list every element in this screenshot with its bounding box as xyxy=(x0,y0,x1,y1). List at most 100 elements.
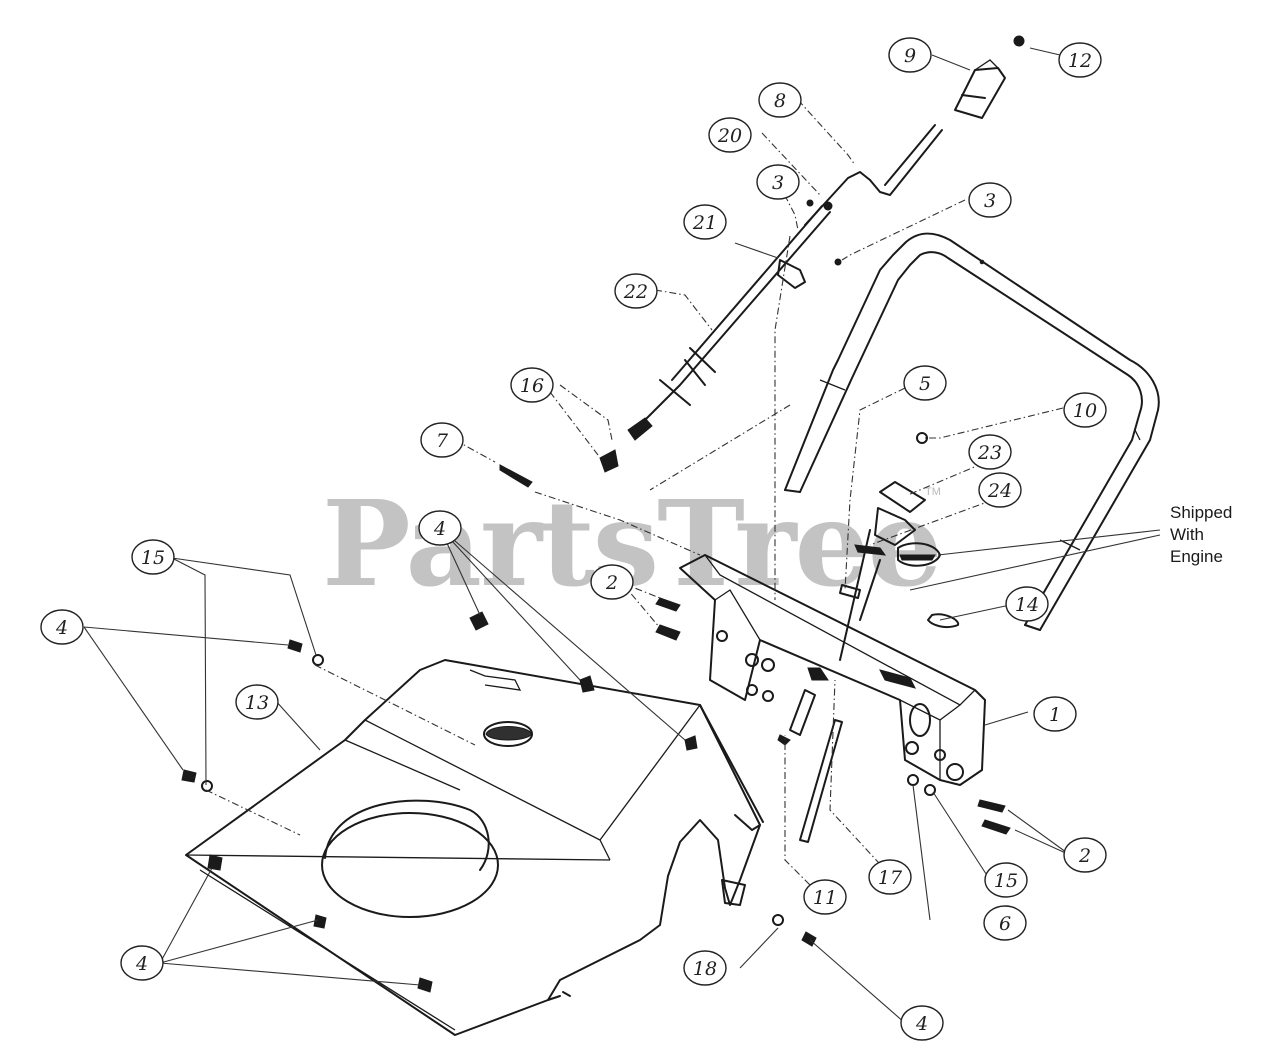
callout-number: 6 xyxy=(999,913,1011,935)
callout-circle xyxy=(756,164,800,200)
callout-20: 20 xyxy=(708,117,752,153)
handle-bar xyxy=(784,232,1160,631)
shipped-with-engine-note: Shipped With Engine xyxy=(1170,503,1232,566)
callout-circle xyxy=(983,905,1027,941)
callout-2: 2 xyxy=(1063,837,1107,873)
callout-number: 17 xyxy=(878,867,903,889)
callout-number: 3 xyxy=(772,172,784,194)
callout-number: 12 xyxy=(1068,50,1092,72)
fasteners xyxy=(181,597,1011,993)
callout-12: 12 xyxy=(1058,42,1102,78)
callout-circle xyxy=(900,1005,944,1041)
callout-7: 7 xyxy=(420,422,464,458)
callout-number: 23 xyxy=(977,442,1002,464)
callout-number: 16 xyxy=(520,375,544,397)
callout-circle xyxy=(683,204,727,240)
callout-number: 4 xyxy=(433,518,446,540)
callout-5: 5 xyxy=(903,365,947,401)
callout-2: 2 xyxy=(590,564,634,600)
callout-4: 4 xyxy=(40,609,84,645)
callout-number: 21 xyxy=(692,212,717,234)
callout-number: 5 xyxy=(919,373,931,395)
callout-number: 3 xyxy=(984,190,996,212)
callout-circle xyxy=(1033,696,1077,732)
callout-circle xyxy=(510,367,554,403)
callout-circle xyxy=(968,182,1012,218)
callout-4: 4 xyxy=(900,1005,944,1041)
callout-number: 15 xyxy=(994,870,1018,892)
callout-9: 9 xyxy=(888,37,932,73)
callout-circle xyxy=(131,539,175,575)
leader-lines xyxy=(83,47,1161,1024)
callout-number: 22 xyxy=(623,281,648,303)
callout-number: 2 xyxy=(605,572,618,594)
callout-number: 20 xyxy=(717,125,742,147)
callout-circle xyxy=(40,609,84,645)
callout-17: 17 xyxy=(868,859,912,895)
callout-circle xyxy=(1058,42,1102,78)
callout-circle xyxy=(888,37,932,73)
callout-4: 4 xyxy=(120,945,164,981)
note-line-1: Shipped xyxy=(1170,503,1232,522)
watermark-text: PartsTree xyxy=(322,474,941,613)
callout-15: 15 xyxy=(131,539,175,575)
callout-number: 4 xyxy=(55,617,68,639)
shift-rod-lower xyxy=(499,199,842,488)
callout-22: 22 xyxy=(614,273,658,309)
callout-circle xyxy=(803,879,847,915)
callout-circle xyxy=(758,82,802,118)
callout-24: 24 xyxy=(978,472,1022,508)
note-line-2: With xyxy=(1170,525,1204,544)
callout-number: 18 xyxy=(693,958,717,980)
callout-group: 1223344445678910111213141515161718202122… xyxy=(40,37,1107,1041)
callout-23: 23 xyxy=(968,434,1012,470)
callout-circle xyxy=(590,564,634,600)
callout-number: 8 xyxy=(774,90,786,112)
callout-21: 21 xyxy=(683,204,727,240)
control-bracket xyxy=(679,554,986,786)
callout-circle xyxy=(683,950,727,986)
callout-3: 3 xyxy=(756,164,800,200)
callout-number: 15 xyxy=(141,547,165,569)
watermark-trademark: TM xyxy=(925,486,941,498)
callout-circle xyxy=(978,472,1022,508)
callout-4: 4 xyxy=(418,510,462,546)
callout-14: 14 xyxy=(1005,586,1049,622)
callout-6: 6 xyxy=(983,905,1027,941)
note-line-3: Engine xyxy=(1170,547,1223,566)
callout-13: 13 xyxy=(235,684,279,720)
callout-15: 15 xyxy=(984,862,1028,898)
callout-circle xyxy=(903,365,947,401)
callout-10: 10 xyxy=(1063,392,1107,428)
callout-circle xyxy=(1063,392,1107,428)
callout-circle xyxy=(984,862,1028,898)
callout-number: 7 xyxy=(436,430,449,452)
callout-circle xyxy=(418,510,462,546)
callout-circle xyxy=(868,859,912,895)
callout-number: 1 xyxy=(1049,704,1061,726)
callout-11: 11 xyxy=(803,879,847,915)
callout-number: 2 xyxy=(1078,845,1091,867)
callout-circle xyxy=(120,945,164,981)
shift-rod-upper xyxy=(804,35,1025,226)
callout-circle xyxy=(420,422,464,458)
callout-number: 13 xyxy=(245,692,269,714)
callout-16: 16 xyxy=(510,367,554,403)
callout-number: 4 xyxy=(915,1013,928,1035)
callout-number: 11 xyxy=(813,887,837,909)
callout-18: 18 xyxy=(683,950,727,986)
callout-circle xyxy=(708,117,752,153)
callout-circle xyxy=(1063,837,1107,873)
callout-circle xyxy=(614,273,658,309)
callout-number: 14 xyxy=(1015,594,1039,616)
shroud-cover-plate xyxy=(185,659,764,1036)
callout-1: 1 xyxy=(1033,696,1077,732)
callout-number: 9 xyxy=(904,45,916,67)
callout-8: 8 xyxy=(758,82,802,118)
callout-circle xyxy=(235,684,279,720)
throttle-components xyxy=(777,432,960,843)
callout-number: 4 xyxy=(135,953,148,975)
callout-circle xyxy=(968,434,1012,470)
callout-number: 10 xyxy=(1073,400,1097,422)
